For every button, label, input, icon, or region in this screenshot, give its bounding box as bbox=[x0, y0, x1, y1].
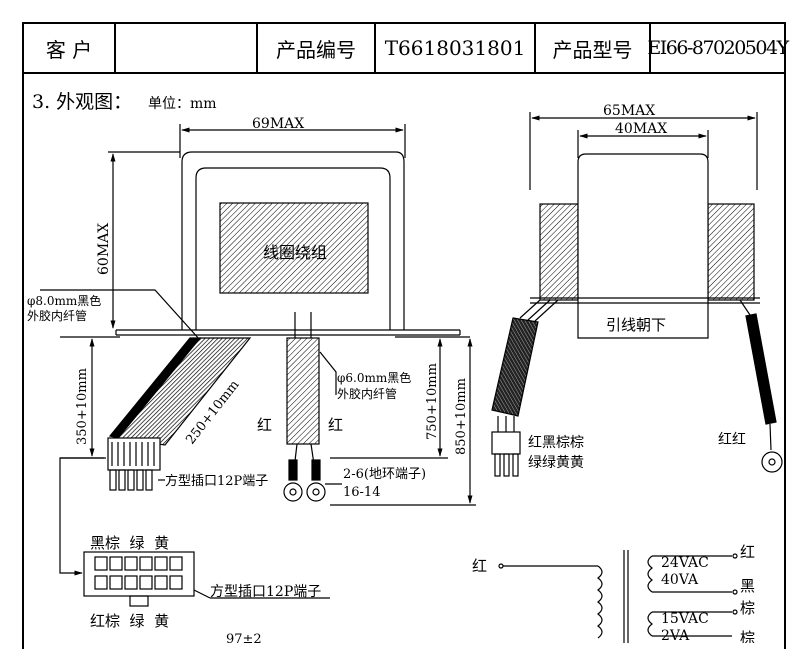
ring-terminal-label: 2-6(地环端子) bbox=[343, 467, 426, 482]
drawing-frame bbox=[22, 74, 786, 649]
connector-detail bbox=[59, 457, 330, 607]
connector-colors-2: 绿绿黄黄 bbox=[528, 454, 584, 471]
leads-down-label: 引线朝下 bbox=[606, 316, 666, 334]
unit-label: 单位：mm bbox=[148, 96, 217, 112]
sec2-volt: 15VAC bbox=[661, 611, 709, 627]
customer-label: 客 户 bbox=[24, 24, 116, 72]
sec2-amp: 2VA bbox=[661, 628, 690, 643]
lead-mid-dim: 750+10mm bbox=[425, 363, 440, 440]
connector-label: 方型插口12P端子 bbox=[165, 473, 268, 489]
lead-left-dim: 350+10mm bbox=[75, 368, 90, 445]
sec2-top-wire: 棕 bbox=[740, 599, 755, 617]
sec1-volt: 24VAC bbox=[661, 555, 709, 571]
product-no-value: T6618031801 bbox=[376, 24, 536, 72]
product-no-label: 产品编号 bbox=[258, 24, 376, 72]
side-width-inner: 40MAX bbox=[615, 121, 667, 137]
connector-colors-1: 红黑棕棕 bbox=[528, 435, 584, 451]
awg-label: 16-14 bbox=[343, 485, 380, 500]
side-width-outer: 65MAX bbox=[603, 103, 655, 119]
sleeve-right-line2: 外胶内纤管 bbox=[337, 386, 397, 401]
front-width-dim: 69MAX bbox=[252, 116, 304, 132]
red-red-label: 红红 bbox=[718, 432, 746, 448]
connector-top-labels: 黑棕 绿 黄 bbox=[90, 534, 169, 552]
front-view bbox=[40, 124, 476, 506]
header-table: 客 户 产品编号 T6618031801 产品型号 EI66-87020504Y bbox=[22, 22, 789, 74]
coil-label: 线圈绕组 bbox=[263, 243, 327, 262]
connector-detail-label: 方型插口12P端子 bbox=[210, 584, 321, 600]
connector-bottom-labels: 红棕 绿 黄 bbox=[90, 612, 169, 630]
sec1-amp: 40VA bbox=[661, 572, 699, 588]
transformer-schematic bbox=[498, 550, 738, 643]
sleeve-right-line1: φ6.0mm黑色 bbox=[337, 371, 411, 385]
sec1-top-wire: 红 bbox=[740, 543, 755, 561]
red-left-label: 红 bbox=[257, 416, 272, 434]
side-view bbox=[491, 112, 783, 477]
product-model-value: EI66-87020504Y bbox=[647, 37, 789, 59]
sleeve-left-line2: 外胶内纤管 bbox=[27, 308, 87, 323]
red-right-label: 红 bbox=[328, 416, 343, 434]
primary-label: 红 bbox=[472, 557, 487, 575]
front-height-dim: 60MAX bbox=[96, 223, 112, 275]
sleeve-left-line1: φ8.0mm黑色 bbox=[27, 294, 101, 308]
section-title: 3. 外观图： bbox=[32, 91, 132, 113]
sec1-bot-wire: 黑 bbox=[740, 577, 755, 595]
lead-long-dim: 850+10mm bbox=[454, 378, 469, 455]
connector-detail-dim: 97±2 bbox=[226, 632, 262, 643]
coil-winding bbox=[219, 202, 369, 294]
sec2-bot-wire: 棕 bbox=[740, 629, 755, 643]
product-model-label: 产品型号 bbox=[536, 24, 651, 72]
customer-value bbox=[116, 24, 258, 72]
